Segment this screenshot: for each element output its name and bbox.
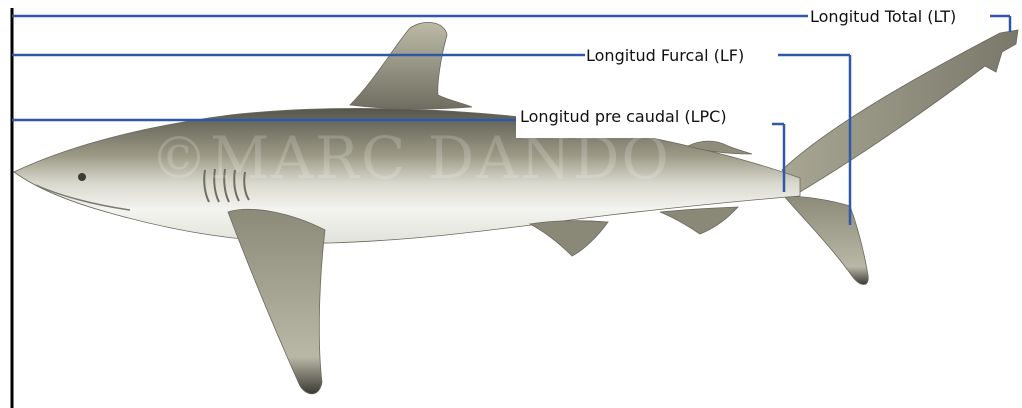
precaudal-length-label: Longitud pre caudal (LPC) [520, 107, 727, 126]
eye [78, 173, 86, 181]
anal-fin [660, 207, 738, 234]
shark-illustration: ©MARC DANDO [14, 22, 1018, 393]
fork-length-label: Longitud Furcal (LF) [586, 46, 744, 65]
caudal-fin-lower-lobe [784, 196, 868, 285]
pelvic-fin [530, 221, 608, 256]
total-length-label: Longitud Total (LT) [810, 7, 956, 26]
total-length-measure: Longitud Total (LT) [12, 7, 1010, 32]
pectoral-fin [228, 209, 325, 394]
dorsal-fin [350, 22, 472, 109]
